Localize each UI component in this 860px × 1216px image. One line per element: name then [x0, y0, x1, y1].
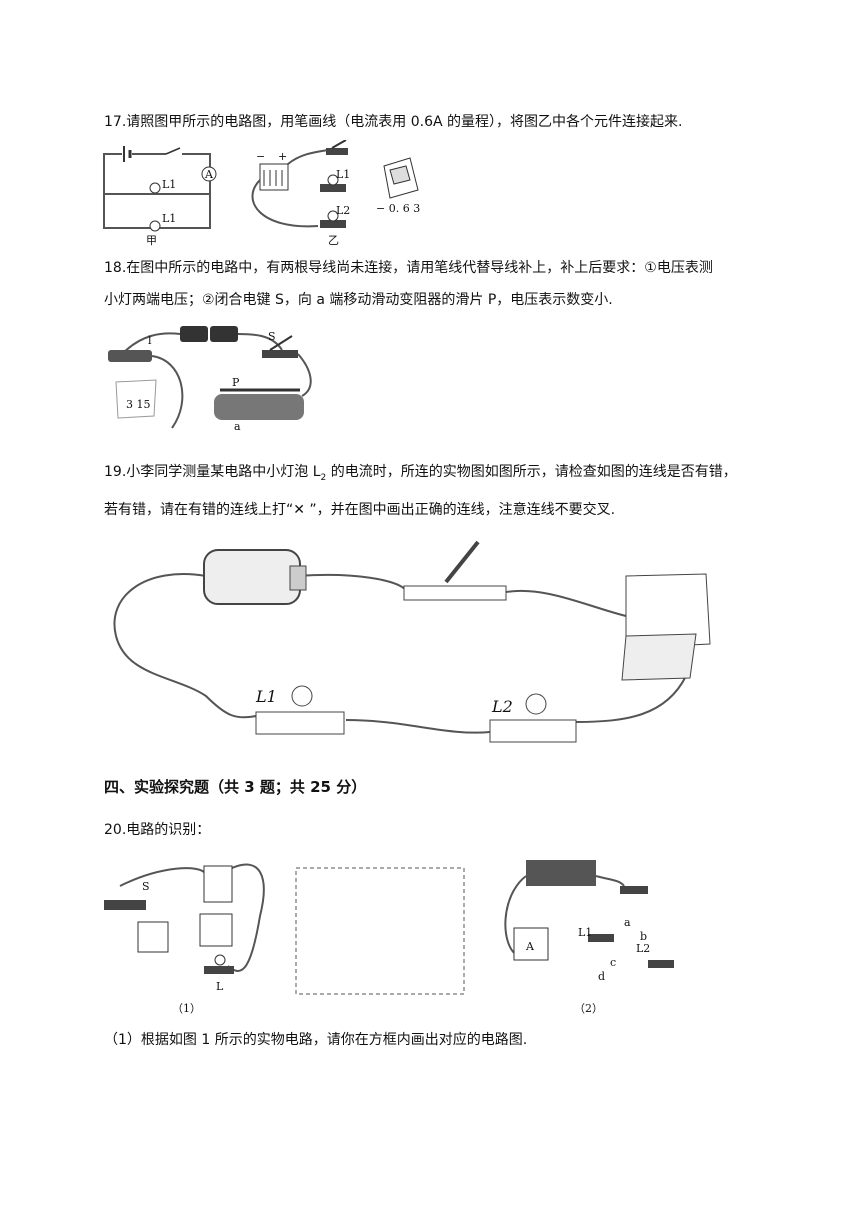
meter-1	[137, 921, 169, 953]
svg-text:l: l	[148, 334, 152, 347]
battery-cell-2	[210, 326, 238, 342]
rheostat	[214, 394, 304, 420]
battery-cell-1	[180, 326, 208, 342]
ammeter	[625, 573, 711, 649]
question-18-line1: 18.在图中所示的电路中，有两根导线尚未连接，请用笔线代替导线补上，补上后要求：…	[104, 260, 713, 276]
svg-text:c: c	[610, 956, 616, 969]
question-18: 18.在图中所示的电路中，有两根导线尚未连接，请用笔线代替导线补上，补上后要求：…	[104, 252, 764, 316]
svg-text:（1）: （1）	[172, 1002, 201, 1015]
svg-text:L: L	[216, 980, 224, 993]
switch-S	[104, 900, 146, 910]
voltmeter	[115, 379, 157, 419]
svg-text:b: b	[640, 930, 647, 943]
lamp-L1-symbol	[149, 182, 161, 194]
battery-cylinder	[203, 549, 301, 605]
question-20-1: （1）根据如图 1 所示的实物电路，请你在方框内画出对应的电路图.	[104, 1032, 528, 1048]
question-19: 19.小李同学测量某电路中小灯泡 L2 的电流时，所连的实物图如图所示，请检查如…	[104, 456, 784, 526]
svg-text:P: P	[232, 376, 240, 389]
circuit-components-b: − + L1 L2 乙 − 0. 6 3	[251, 140, 420, 247]
battery-box	[259, 163, 289, 191]
caption-yi: 乙	[328, 234, 339, 247]
ammeter-2	[513, 927, 549, 961]
svg-text:A: A	[525, 940, 535, 953]
lamp-L2-base	[489, 719, 577, 743]
battery-pack-2	[526, 860, 596, 886]
section-4-title: 四、实验探究题（共 3 题；共 25 分）	[104, 778, 367, 796]
svg-text:S: S	[268, 330, 276, 343]
lamp-L	[204, 966, 234, 974]
figure-19: L1 L2	[113, 540, 711, 743]
svg-text:L2: L2	[336, 204, 350, 217]
battery-pack	[203, 865, 233, 903]
switch-base	[403, 585, 507, 601]
figure-17: A L1 L1 甲 − + L1 L2 乙 − 0. 6 3	[103, 140, 420, 247]
switch-base	[326, 148, 348, 155]
svg-text:L1: L1	[162, 212, 176, 225]
figure-20-1: S L （1）	[104, 863, 265, 1015]
svg-text:L1: L1	[336, 168, 350, 181]
switch-2	[620, 886, 648, 894]
svg-text:L2: L2	[491, 697, 513, 716]
lamp-L2-base	[320, 220, 346, 228]
caption-jia: 甲	[146, 234, 157, 247]
svg-text:L2: L2	[636, 942, 650, 955]
svg-text:d: d	[598, 970, 605, 983]
svg-text:（2）: （2）	[574, 1002, 603, 1015]
lamp-socket	[108, 350, 152, 362]
svg-text:a: a	[624, 916, 631, 929]
svg-text:3 15: 3 15	[126, 398, 151, 411]
svg-text:A: A	[204, 168, 214, 181]
svg-text:L1: L1	[255, 687, 277, 706]
switch-S	[262, 350, 298, 358]
question-18-line2: 小灯两端电压；②闭合电键 S，向 a 端移动滑动变阻器的滑片 P，电压表示数变小…	[104, 292, 613, 308]
svg-text:L1: L1	[578, 926, 592, 939]
lamp-L1-base	[320, 184, 346, 192]
question-17: 17.请照图甲所示的电路图，用笔画线（电流表用 0.6A 的量程），将图乙中各个…	[104, 114, 683, 130]
switch-symbol	[165, 147, 181, 155]
svg-text:− 0. 6 3: − 0. 6 3	[376, 202, 420, 215]
question-20: 20.电路的识别：	[104, 822, 211, 838]
question-19-line2: 若有错，请在有错的连线上打“✕ ”，并在图中画出正确的连线，注意连线不要交叉.	[104, 501, 616, 518]
svg-text:L1: L1	[162, 178, 176, 191]
circuit-diagram-a: A L1 L1 甲	[103, 146, 217, 247]
figure-18: S l 3 15 P a	[108, 326, 312, 433]
lamp-L1b-symbol	[149, 220, 161, 232]
svg-text:S: S	[142, 880, 150, 893]
svg-text:−: −	[256, 150, 265, 163]
svg-text:+: +	[278, 150, 287, 163]
figure-20: S L （1） A L1 L2 a b c d （2）	[104, 860, 674, 1015]
svg-text:a: a	[234, 420, 241, 433]
question-19-line1: 19.小李同学测量某电路中小灯泡 L2 的电流时，所连的实物图如图所示，请检查如…	[104, 464, 737, 483]
answer-box	[295, 867, 465, 995]
figure-20-2: A L1 L2 a b c d （2）	[504, 860, 674, 1015]
meter-2	[199, 913, 233, 947]
lamp-L1-base	[255, 711, 345, 735]
ammeter-symbol	[201, 166, 217, 182]
